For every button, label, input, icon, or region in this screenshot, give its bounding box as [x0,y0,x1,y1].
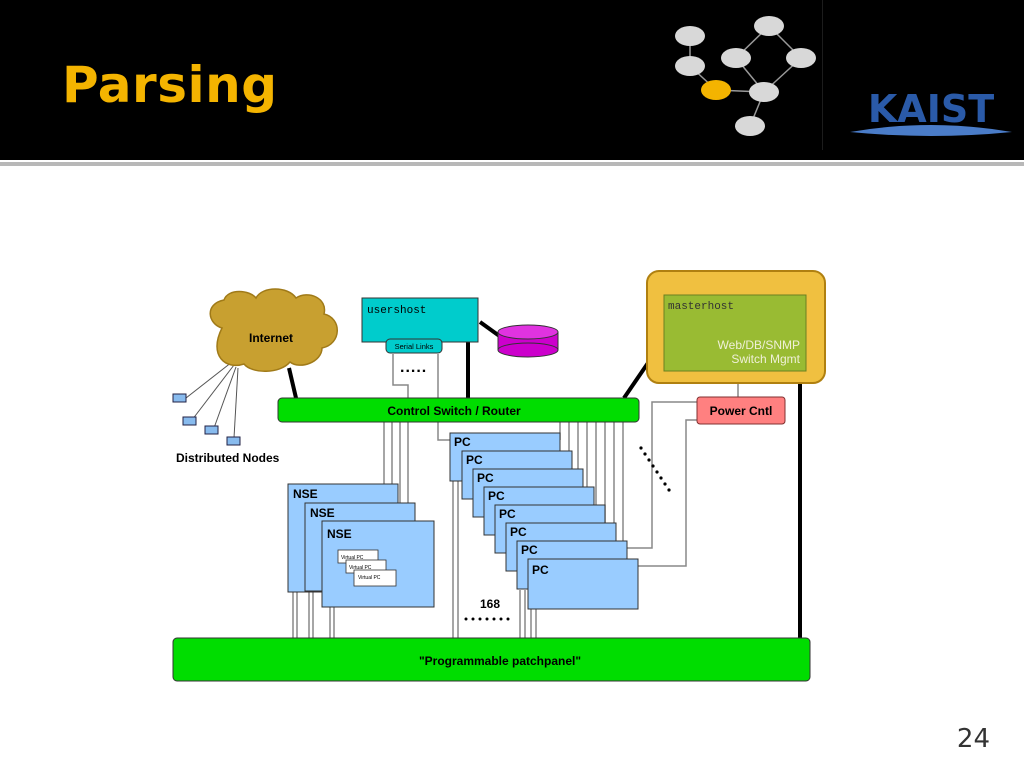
power-control-label: Power Cntl [710,404,773,418]
pc-label: PC [454,435,471,449]
usershost-box [361,297,479,343]
distributed-node-icon [204,425,219,435]
distributed-node-icon [182,416,197,426]
pc-label: PC [532,563,549,577]
kaist-logo: KAIST [850,87,1012,136]
serial-links-badge [385,338,443,354]
pc-ellipsis-diagonal [639,446,671,492]
graph-node [721,48,751,68]
masterhost-box [663,294,807,372]
graph-node [735,116,765,136]
database-disk-icon [497,324,559,358]
virtual-pc-box [353,569,397,587]
control-switch-bar [277,397,640,423]
pc-count-label: 168 [480,597,500,611]
programmable-patchpanel-bar [172,637,811,682]
nse-label: NSE [310,506,335,520]
power-control-box [696,396,786,425]
internet-label: Internet [249,331,293,345]
graph-node-highlight [701,80,731,100]
graph-node [675,56,705,76]
slide-title: Parsing [62,56,278,114]
graph-node [786,48,816,68]
masterhost-mgmt: Switch Mgmt [731,352,800,366]
pc-node [527,558,639,610]
header-divider [0,162,1024,166]
graph-node [754,16,784,36]
pc-label: PC [499,507,516,521]
pc-label: PC [488,489,505,503]
distributed-node-icon [226,436,241,446]
nse-label: NSE [327,527,352,541]
internet-cloud-icon [209,288,338,372]
pc-label: PC [477,471,494,485]
virtual-pc-label: Virtual PC [349,565,372,571]
distributed-nodes-label: Distributed Nodes [176,451,280,465]
pc-label: PC [510,525,527,539]
serial-dots: ..... [400,359,427,376]
svg-text:KAIST: KAIST [868,87,994,131]
pc-label: PC [466,453,483,467]
distributed-node-icon [172,393,187,403]
serial-links-label: Serial Links [395,342,434,351]
virtual-pc-label: Virtual PC [341,555,364,561]
nse-label: NSE [293,487,318,501]
graph-node [675,26,705,46]
patchpanel-label: "Programmable patchpanel" [419,654,581,668]
pc-label: PC [521,543,538,557]
masterhost-services: Web/DB/SNMP [718,338,800,352]
graph-network-icon [675,16,816,136]
usershost-label: usershost [367,305,426,317]
logo-panel [822,0,1024,150]
masterhost-label: masterhost [668,301,734,313]
control-switch-label: Control Switch / Router [387,404,521,418]
pc-ellipsis-horizontal [464,617,510,621]
virtual-pc-label: Virtual PC [358,575,381,581]
page-number: 24 [956,724,990,754]
graph-node [749,82,779,102]
